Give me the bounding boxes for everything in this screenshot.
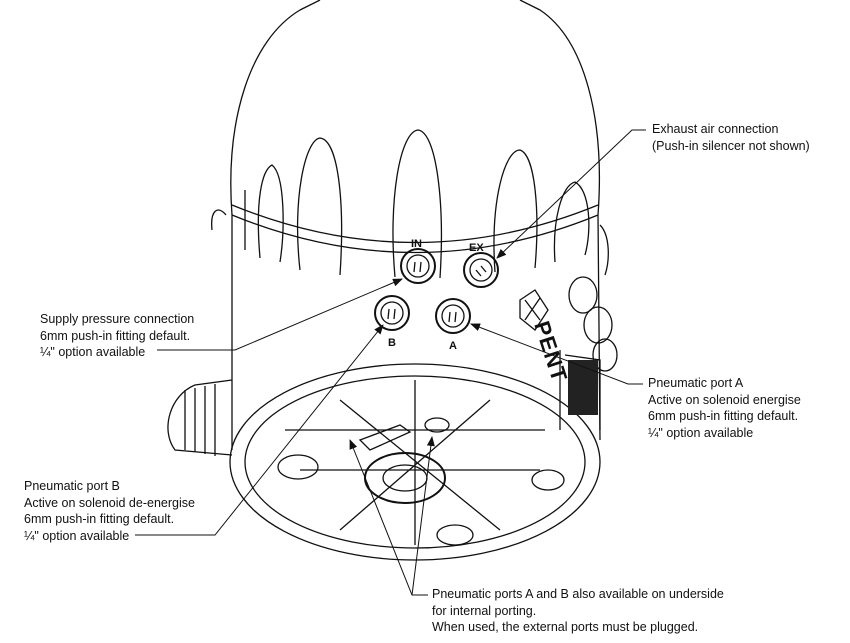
port-b-label: B [388,337,396,349]
port-ex [463,252,499,288]
dome-cover [211,0,609,279]
port-b [374,295,410,331]
port-in-label: IN [411,238,422,250]
port-ex-label: EX [469,242,484,254]
port-a-label: A [449,340,457,352]
port-in [400,248,436,284]
underside-callout: Pneumatic ports A and B also available o… [432,587,724,634]
housing-body [167,214,618,561]
exhaust-callout: Exhaust air connection(Push-in silencer … [652,122,810,153]
leader-lines [135,129,646,596]
port-a [435,298,471,334]
